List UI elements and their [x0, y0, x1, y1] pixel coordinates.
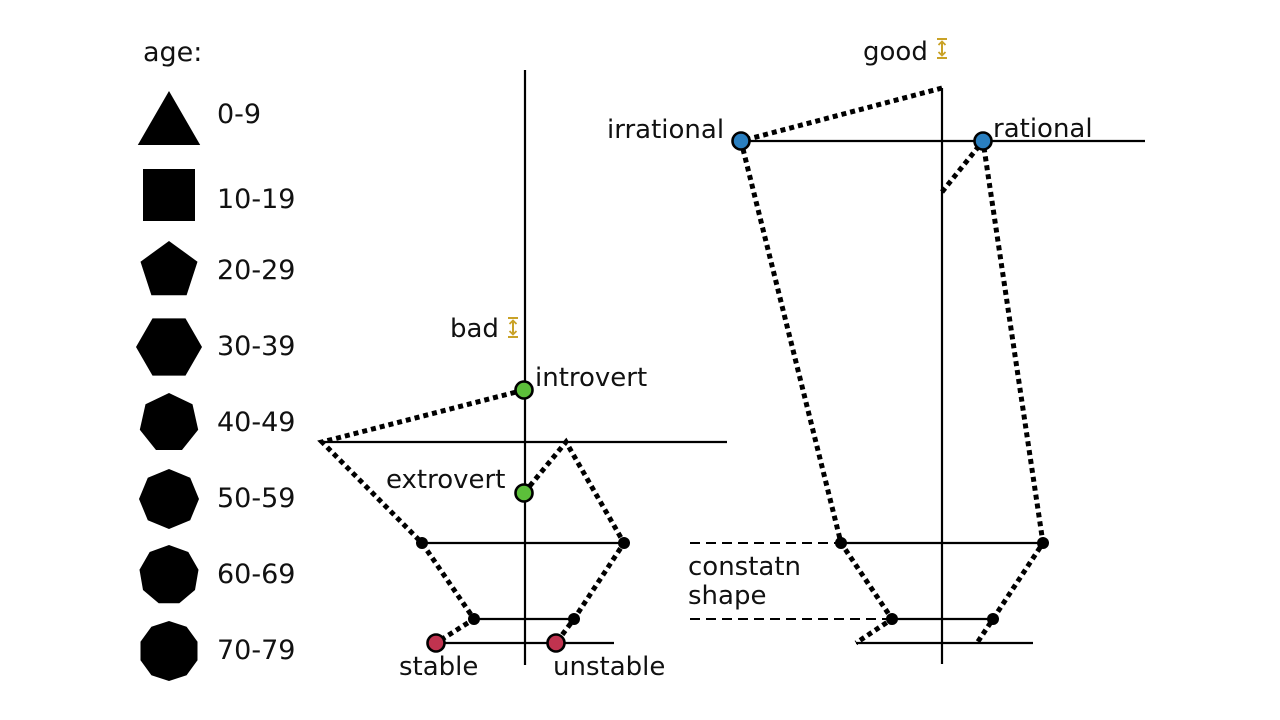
- constant-shape-label-line2: shape: [688, 581, 766, 611]
- legend-item-label: 30-39: [217, 331, 295, 362]
- joint-node: [886, 613, 898, 625]
- legend-items: 0-9 10-19 20-29 30-39 40-49 50-59 60-69 70-79: [136, 91, 295, 681]
- stable-label: stable: [399, 652, 478, 682]
- updown-arrow-icon: [937, 38, 947, 59]
- pentagon-icon: [140, 241, 198, 296]
- legend-item-label: 50-59: [217, 483, 295, 514]
- unstable-marker: [546, 633, 566, 653]
- joint-node: [987, 613, 999, 625]
- joint-node: [568, 613, 580, 625]
- joint-node: [835, 537, 847, 549]
- stable-marker: [426, 633, 446, 653]
- joint-node: [416, 537, 428, 549]
- unstable-label: unstable: [553, 652, 665, 682]
- hexagon-icon: [136, 318, 202, 376]
- legend-title: age:: [143, 37, 202, 68]
- good-label: good: [863, 37, 928, 67]
- nonagon-icon: [139, 545, 199, 604]
- constant-shape-label-line1: constatn: [688, 552, 801, 582]
- joint-node: [618, 537, 630, 549]
- legend-item-label: 40-49: [217, 407, 295, 438]
- rational-marker: [973, 131, 993, 151]
- legend: age: 0-9 10-19 20-29 30-39 40-49 50-59 60-69 70…: [136, 37, 295, 681]
- legend-item-label: 0-9: [217, 99, 261, 130]
- left-figure: bad introvert extrovert stable unstable: [317, 70, 727, 682]
- legend-item-label: 70-79: [217, 635, 295, 666]
- joint-node: [1037, 537, 1049, 549]
- extrovert-label: extrovert: [386, 465, 505, 495]
- right-outline-right: [940, 134, 1046, 645]
- triangle-icon: [137, 91, 201, 145]
- square-icon: [143, 169, 195, 221]
- heptagon-icon: [139, 393, 199, 450]
- introvert-label: introvert: [535, 363, 647, 393]
- bad-label: bad: [450, 314, 499, 344]
- left-outline-left: [317, 387, 525, 646]
- legend-item-label: 10-19: [217, 184, 295, 215]
- right-figure: good irrational rational constatn shape: [607, 37, 1145, 664]
- introvert-marker: [514, 380, 534, 400]
- rational-label: rational: [993, 114, 1093, 144]
- extrovert-marker: [514, 483, 534, 503]
- irrational-marker: [731, 131, 751, 151]
- legend-item-label: 20-29: [217, 255, 295, 286]
- octagon-icon: [139, 469, 199, 529]
- joint-node: [468, 613, 480, 625]
- legend-item-label: 60-69: [217, 559, 295, 590]
- updown-arrow-icon: [508, 317, 518, 338]
- irrational-label: irrational: [607, 115, 724, 145]
- decagon-icon: [140, 621, 198, 681]
